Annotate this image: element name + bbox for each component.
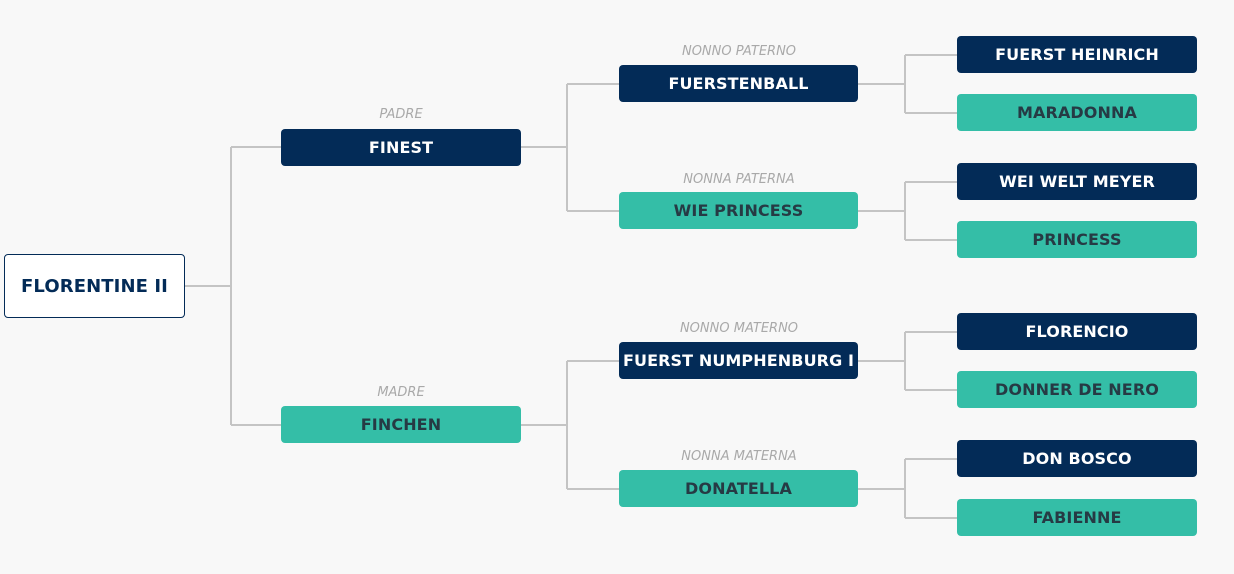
great-grandparent-name: WEI WELT MEYER [999, 172, 1155, 191]
subject-node[interactable]: FLORENTINE II [4, 254, 185, 318]
great-grandparent-node[interactable]: FABIENNE [957, 499, 1197, 536]
padre-role-label: PADRE [379, 107, 423, 122]
madre-node[interactable]: FINCHEN [281, 406, 521, 443]
nonna-materna-name: DONATELLA [685, 479, 792, 498]
great-grandparent-node[interactable]: FLORENCIO [957, 313, 1197, 350]
madre-role-label: MADRE [377, 385, 425, 400]
nonna-paterna-role-label: NONNA PATERNA [683, 172, 795, 187]
great-grandparent-name: FABIENNE [1032, 508, 1122, 527]
great-grandparent-node[interactable]: DON BOSCO [957, 440, 1197, 477]
nonno-materno-node[interactable]: FUERST NUMPHENBURG I [619, 342, 858, 379]
great-grandparent-name: FLORENCIO [1025, 322, 1129, 341]
great-grandparent-node[interactable]: MARADONNA [957, 94, 1197, 131]
great-grandparent-name: FUERST HEINRICH [995, 45, 1159, 64]
padre-name: FINEST [368, 138, 434, 157]
nonno-paterno-node[interactable]: FUERSTENBALL [619, 65, 858, 102]
nonno-materno-name: FUERST NUMPHENBURG I [622, 351, 855, 370]
subject-name: FLORENTINE II [21, 275, 168, 297]
nonno-materno-role-label: NONNO MATERNO [679, 321, 799, 336]
great-grandparent-node[interactable]: PRINCESS [957, 221, 1197, 258]
nonno-paterno-role-label: NONNO PATERNO [681, 44, 797, 59]
nonna-paterna-name: WIE PRINCESS [673, 201, 804, 220]
great-grandparent-name: DON BOSCO [1022, 449, 1132, 468]
great-grandparent-name: PRINCESS [1032, 230, 1122, 249]
nonna-materna-node[interactable]: DONATELLA [619, 470, 858, 507]
great-grandparent-node[interactable]: WEI WELT MEYER [957, 163, 1197, 200]
padre-node[interactable]: FINEST [281, 129, 521, 166]
great-grandparent-node[interactable]: DONNER DE NERO [957, 371, 1197, 408]
madre-name: FINCHEN [360, 415, 442, 434]
nonna-materna-role-label: NONNA MATERNA [681, 449, 797, 464]
great-grandparent-name: DONNER DE NERO [995, 380, 1159, 399]
great-grandparent-node[interactable]: FUERST HEINRICH [957, 36, 1197, 73]
nonna-paterna-node[interactable]: WIE PRINCESS [619, 192, 858, 229]
nonno-paterno-name: FUERSTENBALL [668, 74, 809, 93]
great-grandparent-name: MARADONNA [1017, 103, 1137, 122]
